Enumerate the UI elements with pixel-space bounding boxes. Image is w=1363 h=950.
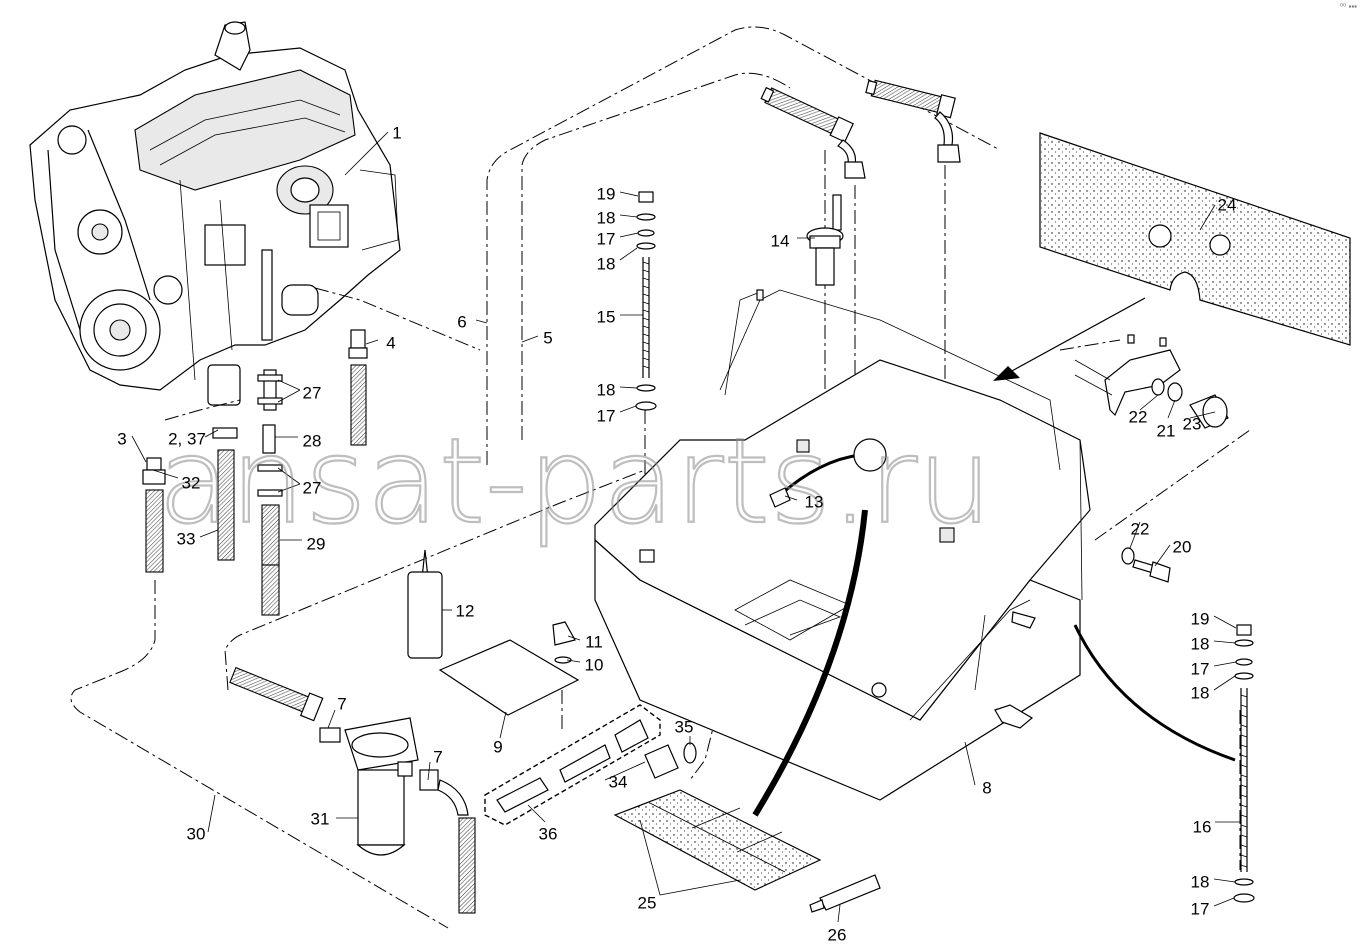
- callout-c32: 32: [182, 473, 201, 492]
- callout-c11: 11: [585, 632, 603, 651]
- top-hose-assemblies: [760, 79, 961, 179]
- black-hose-line-right: [1073, 624, 1236, 762]
- stud-16: [1233, 624, 1255, 903]
- callout-c26: 26: [828, 925, 847, 944]
- callout-c7a: 7: [337, 694, 346, 713]
- callout-c18f: 18: [1191, 872, 1210, 891]
- callout-c17b: 17: [597, 406, 616, 425]
- callout-c4: 4: [386, 333, 395, 352]
- callout-c21: 21: [1157, 421, 1176, 440]
- callout-c12: 12: [456, 601, 475, 620]
- callout-c8: 8: [982, 778, 991, 797]
- callout-c9: 9: [493, 737, 502, 756]
- direction-arrow: [993, 297, 1146, 381]
- callout-c36: 36: [539, 824, 558, 843]
- callout-c13: 13: [805, 492, 824, 511]
- left-hoses: [142, 329, 368, 616]
- callout-c18e: 18: [1191, 683, 1210, 702]
- callout-c2: 2, 37: [168, 429, 206, 448]
- water-separator-31: [229, 666, 476, 914]
- sensor-wire: [779, 453, 861, 497]
- callout-c33: 33: [177, 529, 196, 548]
- callout-c25: 25: [638, 893, 657, 912]
- callout-c27a: 27: [303, 383, 322, 402]
- black-hose-line: [752, 509, 868, 817]
- callout-c15: 15: [597, 307, 616, 326]
- callout-c18b: 18: [597, 254, 616, 273]
- callout-c22a: 22: [1129, 407, 1148, 426]
- callout-c20: 20: [1173, 537, 1192, 556]
- callout-c17d: 17: [1191, 899, 1210, 918]
- callout-c1: 1: [392, 123, 401, 142]
- callout-c14: 14: [771, 231, 790, 250]
- kit-36: [484, 438, 887, 826]
- callout-c29: 29: [307, 534, 326, 553]
- fuel-filter-14: [806, 194, 844, 286]
- callout-c5: 5: [543, 328, 552, 347]
- bolt-20: [1121, 547, 1171, 583]
- corner-mark: ⁰⁰ ▪▪▪: [1339, 2, 1357, 11]
- callout-c3: 3: [117, 429, 126, 448]
- watermark-text: ansat-parts.ru: [158, 412, 992, 550]
- callout-c22b: 22: [1131, 519, 1150, 538]
- callout-c28: 28: [303, 431, 322, 450]
- callout-c30: 30: [187, 824, 206, 843]
- callout-c18c: 18: [597, 380, 616, 399]
- leader-lines: [131, 131, 1241, 923]
- callout-c17a: 17: [597, 229, 616, 248]
- callout-c19a: 19: [597, 184, 616, 203]
- callout-c31: 31: [311, 809, 330, 828]
- callout-c24: 24: [1218, 195, 1237, 214]
- callout-c35: 35: [675, 717, 694, 736]
- callout-c34: 34: [609, 772, 628, 791]
- callout-c10: 10: [585, 655, 604, 674]
- callout-c18d: 18: [1191, 634, 1210, 653]
- callout-c16: 16: [1193, 817, 1212, 836]
- heat-shield-24: [1039, 132, 1351, 346]
- engine-assembly: [29, 21, 401, 406]
- callout-c19b: 19: [1191, 609, 1210, 628]
- callout-c27b: 27: [303, 478, 322, 497]
- callout-c6: 6: [457, 312, 466, 331]
- callout-c17c: 17: [1191, 659, 1210, 678]
- callout-c7b: 7: [433, 747, 442, 766]
- callout-c23: 23: [1183, 414, 1202, 433]
- small-parts: [407, 549, 881, 913]
- callout-c18a: 18: [597, 208, 616, 227]
